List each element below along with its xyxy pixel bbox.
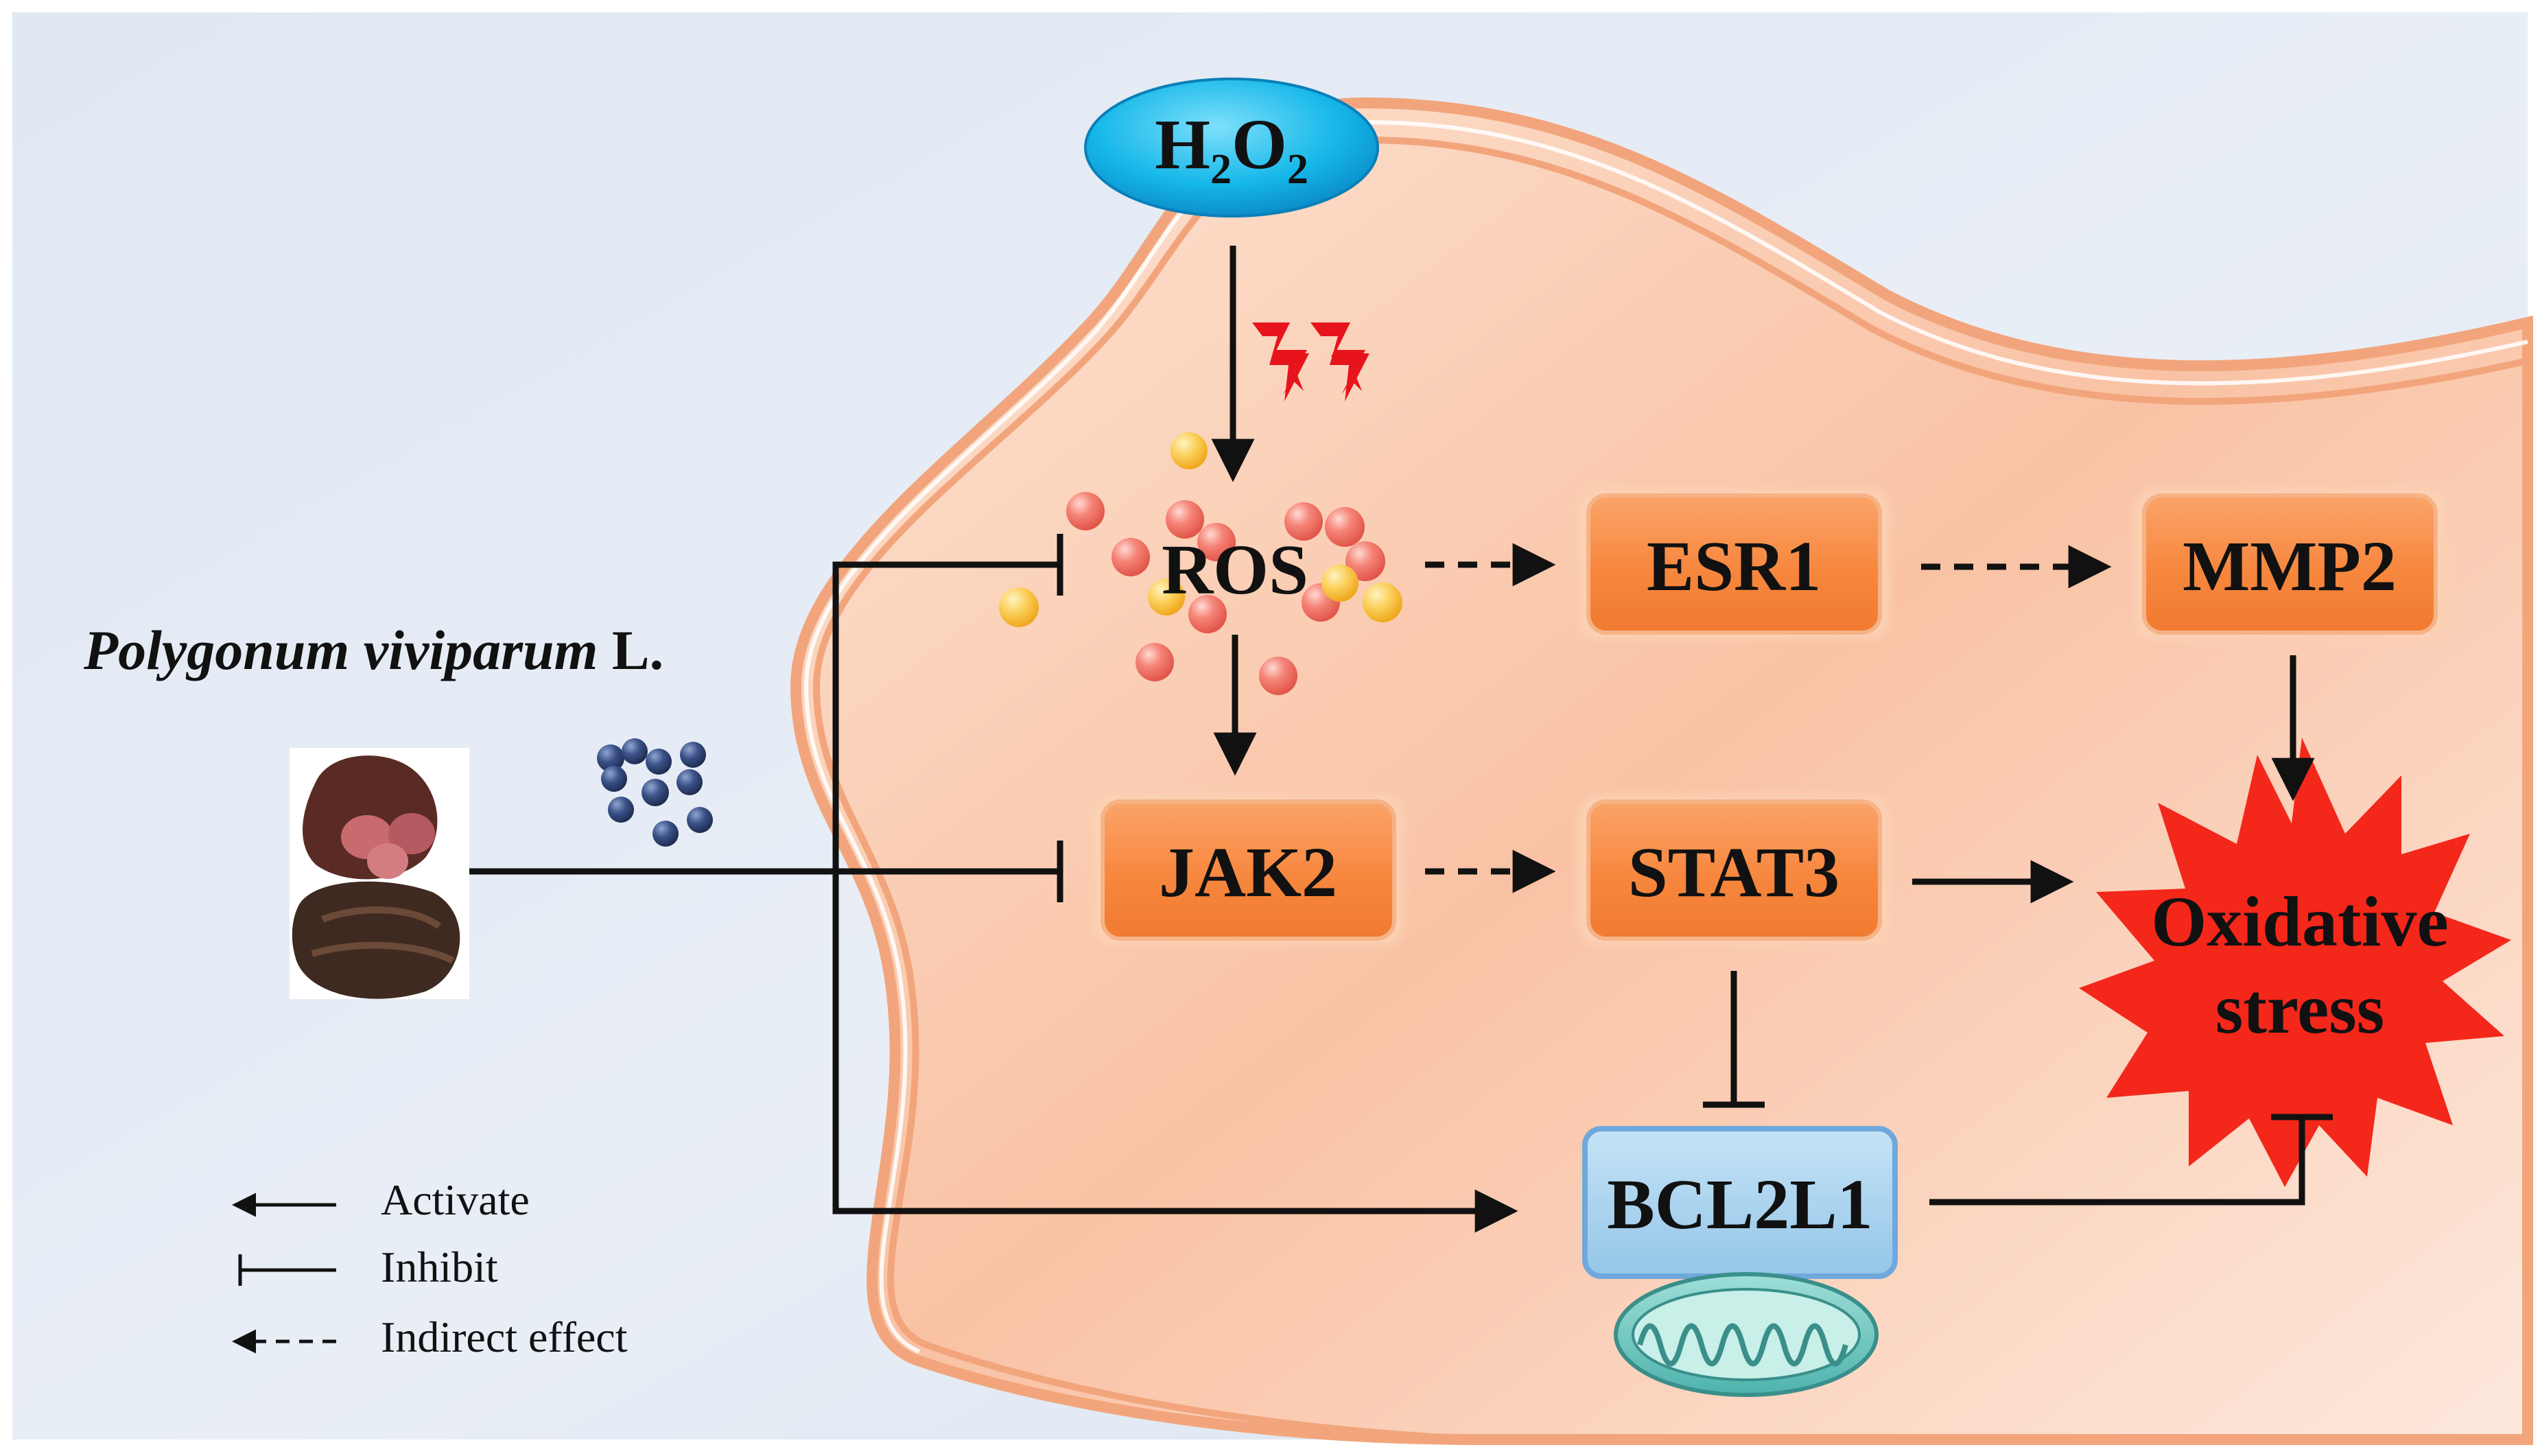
legend-activate-label: Activate bbox=[381, 1175, 530, 1224]
starburst-icon bbox=[2079, 738, 2511, 1187]
edge-plant-bracket bbox=[832, 561, 1518, 1233]
oxidative-stress-label-line1: Oxidative bbox=[2151, 882, 2448, 961]
lightning-icon bbox=[1252, 322, 1369, 401]
ros-label: ROS bbox=[1162, 530, 1308, 609]
bcl2l1-label: BCL2L1 bbox=[1607, 1165, 1872, 1244]
cell-membrane bbox=[790, 97, 2533, 1445]
edge-bcl2l1-stress bbox=[1929, 1117, 2305, 1206]
molecule-beads-icon bbox=[597, 738, 713, 847]
bcl2l1-node: BCL2L1 bbox=[1582, 1126, 1898, 1279]
herb-photo-icon bbox=[290, 748, 469, 999]
ros-particles-icon bbox=[999, 432, 1402, 695]
legend: Activate Inhibit Indirect effect bbox=[232, 1175, 628, 1361]
mmp2-label: MMP2 bbox=[2183, 527, 2397, 606]
h2o2-label: H2O2 bbox=[1155, 105, 1308, 193]
stat3-node: STAT3 bbox=[1578, 795, 1890, 946]
esr1-label: ESR1 bbox=[1647, 527, 1821, 606]
h2o2-node: H2O2 bbox=[1084, 78, 1379, 218]
mitochondrion-icon bbox=[1614, 1272, 1879, 1397]
edges bbox=[467, 246, 2333, 1233]
jak2-node: JAK2 bbox=[1092, 795, 1404, 946]
legend-inhibit-label: Inhibit bbox=[381, 1243, 498, 1291]
stat3-label: STAT3 bbox=[1628, 833, 1839, 912]
esr1-node: ESR1 bbox=[1578, 489, 1890, 639]
oxidative-stress-label-line2: stress bbox=[2215, 970, 2385, 1048]
jak2-label: JAK2 bbox=[1159, 833, 1337, 912]
plant-name: Polygonum viviparum L. bbox=[83, 619, 663, 681]
legend-indirect-label: Indirect effect bbox=[381, 1313, 628, 1361]
mmp2-node: MMP2 bbox=[2134, 489, 2446, 639]
